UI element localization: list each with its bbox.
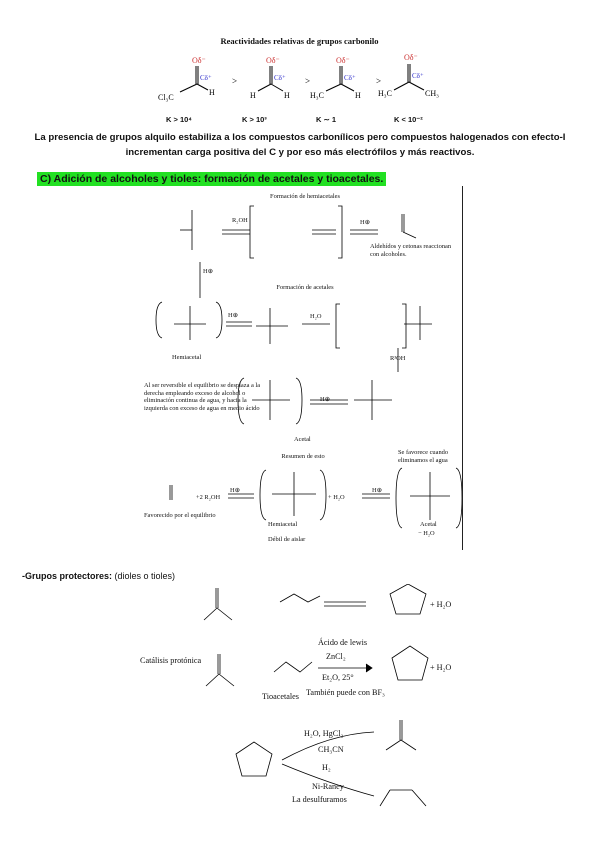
acetal-mechanism-scheme: [155, 205, 462, 529]
svg-text:Oδ⁻: Oδ⁻: [266, 56, 280, 65]
r2oh-label: R₂OH: [232, 217, 248, 224]
svg-text:Cδ⁺: Cδ⁺: [344, 74, 356, 82]
svg-text:H: H: [355, 91, 361, 100]
h-plus-label-3: H⊕: [360, 219, 370, 226]
bf3-label: También puede con BF₃: [306, 688, 385, 697]
reactivity-title: Reactividades relativas de grupos carbon…: [220, 36, 379, 46]
reversible-note: Al ser reversible el equilibrio se despl…: [144, 382, 261, 412]
et2o-label: Et₂O, 25°: [322, 673, 354, 682]
h-plus-label-6: H⊕: [372, 487, 382, 494]
favorecido-label: Favorecido por el equilibrio: [144, 512, 216, 519]
svg-text:Cδ⁺: Cδ⁺: [412, 72, 424, 80]
plus-2r2oh-label: +2 R₂OH: [196, 494, 221, 501]
k-value-4: K < 10⁻²: [394, 115, 423, 124]
svg-text:H: H: [284, 91, 290, 100]
svg-text:H₃C: H₃C: [378, 89, 392, 98]
right-group: H: [209, 88, 215, 97]
formacion-acetales-label: Formación de acetales: [276, 284, 334, 291]
acetone-structure: Oδ⁻ Cδ⁺ H₃C CH₃: [378, 53, 439, 98]
formacion-hemiacetales-label: Formación de hemiacetales: [270, 193, 340, 200]
svg-text:CH₃: CH₃: [425, 89, 439, 98]
plus-water-label: + H₂O: [328, 494, 345, 501]
left-group: Cl₃C: [158, 93, 174, 102]
reactivity-structures: Oδ⁻ Cδ⁺ Cl₃C H > Oδ⁻ Cδ⁺ H H > Oδ⁻ Cδ⁺ H…: [158, 53, 439, 102]
acetal-label-2: Acetal: [420, 521, 437, 528]
k-value-3: K ∼ 1: [316, 115, 337, 124]
greater-than: >: [232, 76, 237, 86]
h-plus-label-2: H⊕: [228, 312, 238, 319]
grupos-protectores-subtitle: (dioles o tioles): [114, 571, 176, 581]
favorece-note: Se favorece cuando eliminamos el agua: [398, 449, 449, 464]
hydrolysis-reagent-2: CH₃CN: [318, 745, 344, 754]
h2o-label: H₂O: [310, 313, 322, 320]
k-value-2: K > 10³: [242, 115, 267, 124]
acido-lewis-label: Ácido de lewis: [318, 638, 368, 647]
svg-text:Cδ⁺: Cδ⁺: [274, 74, 286, 82]
desulfuramos-label: La desulfuramos: [292, 795, 347, 804]
minus-water-label: − H₂O: [418, 530, 435, 537]
svg-text:H₃C: H₃C: [310, 91, 324, 100]
tioacetales-label: Tioacetales: [262, 692, 299, 701]
c-charge: Cδ⁺: [200, 74, 212, 82]
svg-text:>: >: [376, 76, 381, 86]
svg-text:>: >: [305, 76, 310, 86]
grupos-protectores-heading: -Grupos protectores: (dioles o tioles): [22, 571, 175, 581]
aldehidos-note: Aldehídos y cetonas reaccionan con alcoh…: [370, 243, 452, 258]
grupos-protectores-title: -Grupos protectores:: [22, 571, 113, 581]
hemiacetal-label-2: Hemiacetal: [268, 521, 298, 528]
svg-text:H: H: [250, 91, 256, 100]
right-divider: [462, 186, 463, 550]
catalisis-label: Catálisis protónica: [140, 656, 202, 665]
intro-paragraph: La presencia de grupos alquilo estabiliz…: [34, 132, 566, 158]
hemiacetal-label-1: Hemiacetal: [172, 354, 202, 361]
hydrolysis-reagent-1: H₂O, HgCl₂: [304, 729, 344, 738]
k-value-1: K > 10⁴: [166, 115, 193, 124]
ni-raney-label: Ni-Raney: [312, 782, 344, 791]
formaldehyde-structure: Oδ⁻ Cδ⁺ H H: [250, 56, 290, 100]
acetaldehyde-structure: Oδ⁻ Cδ⁺ H₃C H: [310, 56, 361, 100]
trichloroacetaldehyde-structure: Oδ⁻ Cδ⁺ Cl₃C H: [158, 56, 215, 102]
h-plus-label-1: H⊕: [203, 268, 213, 275]
svg-text:Oδ⁻: Oδ⁻: [404, 53, 418, 62]
svg-text:Oδ⁻: Oδ⁻: [336, 56, 350, 65]
debil-label: Débil de aislar: [268, 536, 306, 543]
o-charge: Oδ⁻: [192, 56, 206, 65]
section-c-title: C) Adición de alcoholes y tioles: formac…: [37, 172, 387, 186]
zncl2-label: ZnCl₂: [326, 652, 346, 661]
resumen-label: Resumen de esto: [281, 453, 325, 460]
acetal-label-1: Acetal: [294, 436, 311, 443]
plus-water-2: + H₂O: [430, 663, 452, 672]
h-plus-label-5: H⊕: [230, 487, 240, 494]
h2-label: H₂: [322, 763, 331, 772]
h-plus-label-4: H⊕: [320, 396, 330, 403]
plus-water-1: + H₂O: [430, 600, 452, 609]
protecting-groups-scheme: [203, 584, 429, 807]
